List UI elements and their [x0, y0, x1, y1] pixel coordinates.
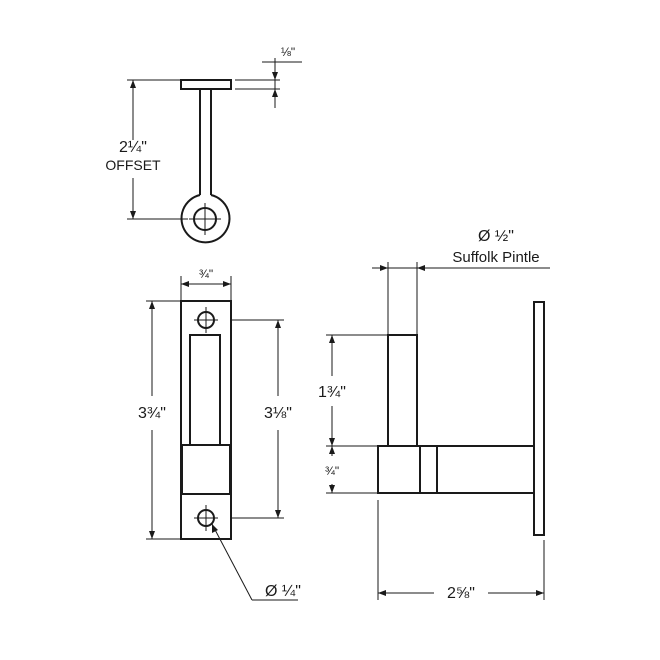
arrowhead: [149, 301, 155, 309]
drawing-lines: [180, 79, 545, 540]
arrowhead: [223, 281, 231, 287]
arrowhead: [275, 510, 281, 518]
pintle-arm: [377, 445, 535, 494]
arrowhead: [212, 524, 218, 533]
strap-knuckle: [181, 444, 231, 495]
arrowhead: [272, 72, 278, 80]
arrowhead: [380, 265, 388, 271]
offset-caption: OFFSET: [105, 157, 161, 173]
leader-hole-diameter: [211, 523, 253, 601]
hole-diameter-label: Ø ¼": [265, 583, 301, 600]
side-view: [377, 301, 545, 536]
front-view: [180, 300, 232, 540]
pintle-pin: [387, 334, 418, 447]
eye-outline: [180, 194, 231, 244]
arrowheads: [130, 72, 544, 596]
pintle-backplate: [533, 301, 545, 536]
overall-height-label: 3¾": [138, 405, 166, 422]
strap-slot: [189, 334, 221, 446]
arrowhead: [130, 211, 136, 219]
arrowhead: [275, 320, 281, 328]
pin-diameter-label: Ø ½": [478, 228, 514, 245]
overall-depth-label: 2⅝": [447, 585, 475, 602]
pintle-name-label: Suffolk Pintle: [452, 249, 539, 266]
labels: ⅛" 2¼" OFFSET ¾" 3¾" 3⅛" Ø ¼" Ø ½" Suffo…: [105, 45, 539, 602]
arrowhead: [130, 80, 136, 88]
arrowhead: [329, 438, 335, 446]
arrowhead: [329, 485, 335, 493]
mounting-plate-edge: [180, 79, 232, 90]
arm-height-label: ¾": [325, 464, 339, 478]
arrowhead: [272, 89, 278, 97]
plate-thickness-label: ⅛": [281, 45, 295, 59]
top-view: [180, 79, 232, 244]
arrowhead: [149, 531, 155, 539]
arrowhead: [417, 265, 425, 271]
arrowhead: [329, 446, 335, 454]
strap-width-label: ¾": [199, 267, 213, 281]
offset-value-label: 2¼": [119, 139, 147, 156]
arrowhead: [181, 281, 189, 287]
hole-spacing-label: 3⅛": [264, 405, 292, 422]
dimension-lines: [127, 58, 550, 601]
arrowhead: [378, 590, 386, 596]
pin-height-label: 1¾": [318, 384, 346, 401]
arrowhead: [329, 335, 335, 343]
strap-outline: [180, 300, 232, 540]
arrowhead: [536, 590, 544, 596]
